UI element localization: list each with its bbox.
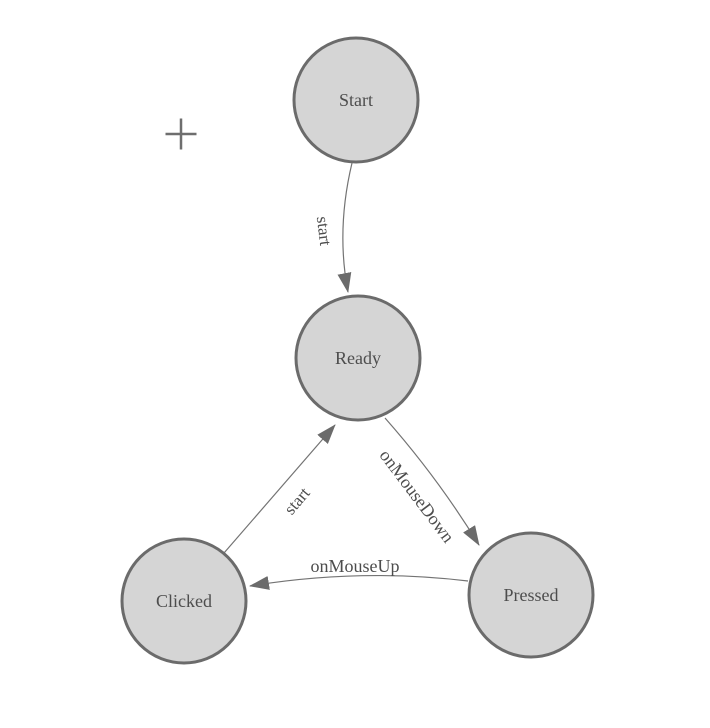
transition-edge-start-ready[interactable]: start — [313, 162, 353, 293]
transition-line-pressed-clicked[interactable] — [249, 574, 469, 590]
plus-icon — [165, 118, 197, 150]
state-circle-pressed[interactable] — [467, 531, 595, 659]
transition-label: onMouseDown — [376, 446, 459, 547]
state-node-ready[interactable]: Ready — [294, 294, 422, 422]
state-circle-clicked[interactable] — [120, 537, 248, 665]
transition-label: start — [280, 483, 314, 518]
transition-label: start — [313, 215, 335, 247]
transition-edge-pressed-clicked[interactable]: onMouseUp — [249, 556, 469, 590]
state-circle-start[interactable] — [292, 36, 420, 164]
transition-edge-clicked-ready[interactable]: start — [223, 424, 336, 554]
transition-line-ready-pressed[interactable] — [384, 417, 480, 546]
state-label-pressed: Pressed — [504, 585, 559, 605]
transition-line-clicked-ready[interactable] — [223, 424, 336, 554]
transition-label: onMouseUp — [311, 556, 400, 576]
state-circle-ready[interactable] — [294, 294, 422, 422]
state-node-start[interactable]: Start — [292, 36, 420, 164]
transition-line-start-ready[interactable] — [337, 162, 353, 293]
state-node-pressed[interactable]: Pressed — [467, 531, 595, 659]
state-label-start: Start — [339, 90, 373, 110]
state-label-ready: Ready — [335, 348, 381, 368]
state-node-clicked[interactable]: Clicked — [120, 537, 248, 665]
transition-edge-ready-pressed[interactable]: onMouseDown — [376, 417, 480, 547]
state-label-clicked: Clicked — [156, 591, 212, 611]
